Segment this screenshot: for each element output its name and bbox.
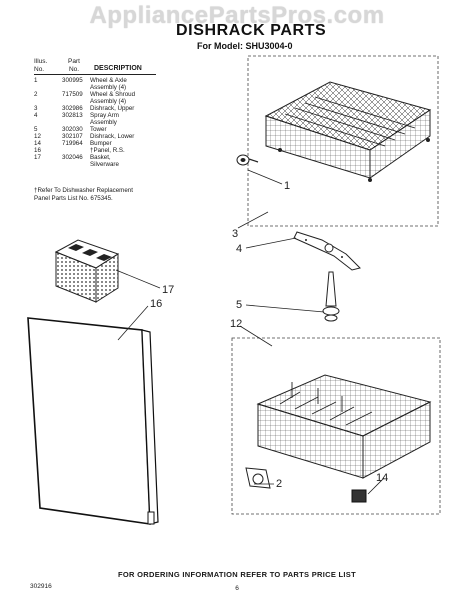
illus-no: 1 [34,77,38,84]
description: Basket, Silverware [90,154,119,168]
illus-no: 12 [34,133,41,140]
callout-4: 4 [236,243,243,255]
description: Spray Arm Assembly [90,112,119,126]
header-illus-no: Illus. No. [34,58,48,73]
description: Dishrack, Lower [90,133,135,140]
part-no: 302813 [62,112,83,119]
header-rule [34,74,156,75]
illus-no: 14 [34,140,41,147]
illus-no: 4 [34,112,38,119]
callout-16: 16 [150,298,163,310]
callout-17: 17 [162,284,175,296]
description: Wheel & Axle Assembly (4) [90,77,127,91]
reference-note: †Refer To Dishwasher Replacement Panel P… [34,187,133,202]
description: Dishrack, Upper [90,105,135,112]
header-part-no: Part No. [68,58,80,73]
bumper [351,489,367,503]
side-panel [27,317,159,525]
table-row: 2 717509 Wheel & Shroud Assembly (4) [34,91,169,105]
table-row: 1 300995 Wheel & Axle Assembly (4) [34,77,169,91]
part-no: 302046 [62,154,83,161]
table-row: 3 302986 Dishrack, Upper [34,105,169,112]
document-number: 302916 [30,583,52,590]
illus-no: 16 [34,147,41,154]
spray-arm-assembly [293,231,361,271]
illus-no: 3 [34,105,38,112]
watermark: AppliancePartsPros.com [89,2,385,29]
lower-dishrack [231,337,441,515]
table-row: 14 719964 Bumper [34,140,169,147]
callout-1: 1 [284,180,291,192]
callout-5: 5 [236,299,243,311]
illus-no: 2 [34,91,38,98]
page-title: DISHRACK PARTS [176,22,327,39]
parts-rows: 1 300995 Wheel & Axle Assembly (4) 2 717… [34,77,169,168]
page-number: 6 [235,585,239,592]
table-row: 16 †Panel, R.S. [34,147,169,154]
part-no: 300995 [62,77,83,84]
part-no: 719964 [62,140,83,147]
table-row: 4 302813 Spray Arm Assembly [34,112,169,126]
ordering-info-footer: FOR ORDERING INFORMATION REFER TO PARTS … [118,570,356,579]
description: Bumper [90,140,112,147]
illus-no: 5 [34,126,38,133]
callout-3: 3 [232,228,239,240]
table-row: 17 302046 Basket, Silverware [34,154,169,168]
silverware-basket [54,239,120,303]
description: Wheel & Shroud Assembly (4) [90,91,136,105]
part-no: 302986 [62,105,83,112]
leader-lines [115,169,385,495]
callout-12: 12 [230,318,243,330]
part-no: 302107 [62,133,83,140]
description: †Panel, R.S. [90,147,125,154]
callout-14: 14 [376,472,389,484]
part-no: 717509 [62,91,83,98]
illus-no: 17 [34,154,41,161]
callout-2: 2 [276,478,283,490]
header-description: DESCRIPTION [94,65,142,72]
model-number: For Model: SHU3004-0 [197,41,293,51]
upper-dishrack [247,55,439,227]
part-no: 302030 [62,126,83,133]
table-row: 12 302107 Dishrack, Lower [34,133,169,140]
wheel-shroud-assembly [245,467,271,489]
description: Tower [90,126,107,133]
wheel-axle-assembly [236,154,259,166]
tower [322,271,340,322]
table-row: 5 302030 Tower [34,126,169,133]
